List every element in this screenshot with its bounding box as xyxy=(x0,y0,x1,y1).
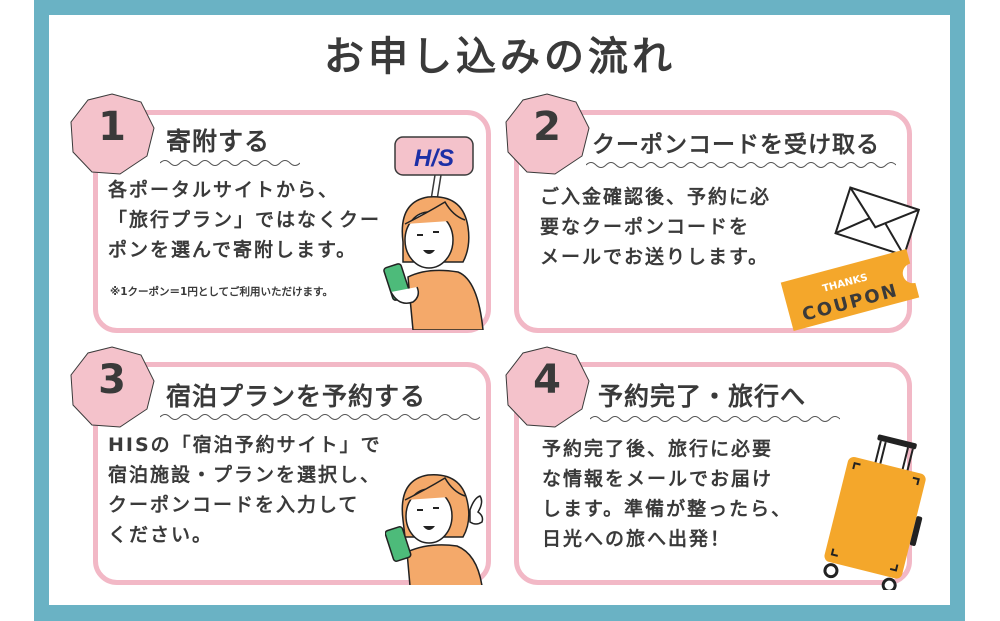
step-badge-2: 2 xyxy=(503,92,591,176)
step-title: 宿泊プランを予約する xyxy=(166,382,427,411)
step-note: ※1クーポン＝1円としてご利用いただけます。 xyxy=(110,286,333,298)
woman-ok-sign-illustration xyxy=(385,474,484,585)
step-title: クーポンコードを受け取る xyxy=(592,132,880,158)
step-title: 寄附する xyxy=(166,127,271,156)
step-description: ご入金確認後、予約に必 要なクーポンコードを メールでお送りします。 xyxy=(540,186,772,268)
envelope-and-coupon-illustration: THANKS COUPON xyxy=(780,186,921,331)
suitcase-icon xyxy=(823,434,926,590)
step-badge-4: 4 xyxy=(503,345,591,429)
step-description: 予約完了後、旅行に必要 な情報をメールでお届け します。準備が整ったら、 日光へ… xyxy=(542,438,793,550)
envelope-icon xyxy=(834,186,921,257)
step-badge-3: 3 xyxy=(68,345,156,429)
octagon-badge-icon xyxy=(505,346,590,428)
page-title: お申し込みの流れ xyxy=(324,34,676,80)
step-number: 2 xyxy=(533,104,561,150)
his-logo: H/S xyxy=(414,145,454,172)
coupon-icon: THANKS COUPON xyxy=(780,249,920,331)
octagon-badge-icon xyxy=(70,93,155,175)
octagon-badge-icon xyxy=(70,346,155,428)
wavy-underline-icon xyxy=(160,160,300,166)
step-badge-1: 1 xyxy=(68,92,156,176)
step-description: HISの「宿泊予約サイト」で 宿泊施設・プランを選択し、 クーポンコードを入力し… xyxy=(108,434,382,546)
step-number: 1 xyxy=(98,104,126,150)
step-description: 各ポータルサイトから、 「旅行プラン」ではなくクー ポンを選んで寄附します。 xyxy=(108,179,382,261)
wavy-underline-icon xyxy=(160,414,480,420)
step-number: 4 xyxy=(533,357,561,403)
wavy-underline-icon xyxy=(586,162,896,168)
step-title: 予約完了・旅行へ xyxy=(598,382,807,411)
wavy-underline-icon xyxy=(590,416,840,422)
step-number: 3 xyxy=(98,357,126,403)
woman-with-phone-illustration: H/S xyxy=(383,136,484,330)
octagon-badge-icon xyxy=(505,93,590,175)
